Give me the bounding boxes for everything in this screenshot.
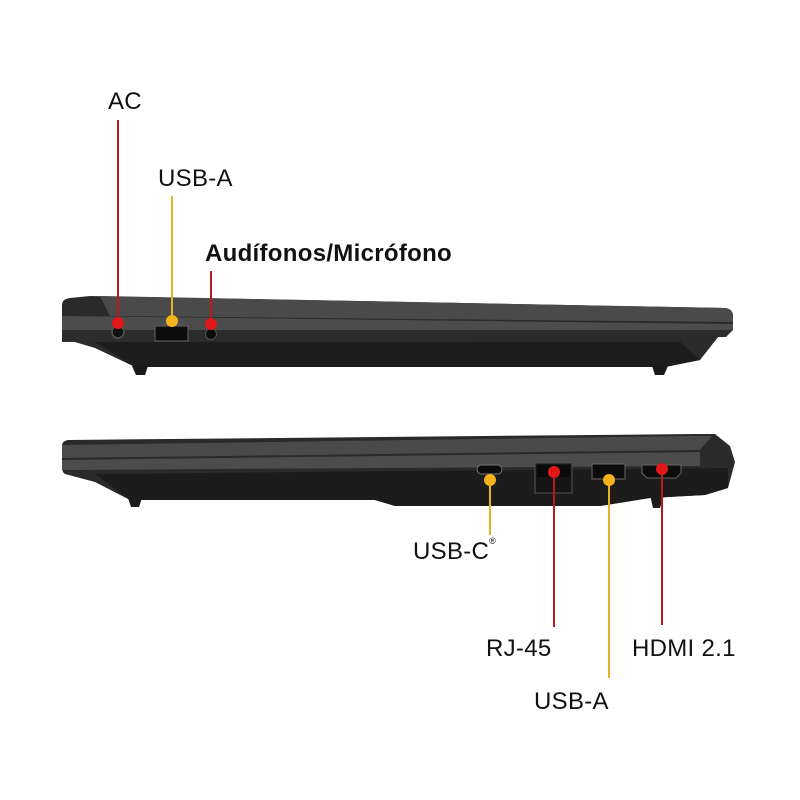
usb-c-label: USB-C®: [413, 536, 497, 566]
audio-jack-icon: [205, 328, 217, 340]
laptop-right-chassis: [62, 434, 735, 508]
hdmi-label: HDMI 2.1: [632, 635, 736, 662]
usb-a-right-label: USB-A: [534, 688, 609, 715]
usb-c-label-text: USB-C: [413, 538, 490, 565]
ac-marker-dot: [112, 317, 124, 329]
usb-c-port-icon: [476, 464, 503, 475]
usb-a-marker-dot: [166, 315, 178, 327]
laptop-left-chassis: [62, 296, 733, 375]
audio-marker-dot: [205, 318, 217, 330]
rj45-marker-dot: [548, 466, 560, 478]
usb-a-port-icon: [154, 325, 189, 342]
usb-c-marker-dot: [484, 474, 496, 486]
ac-label: AC: [108, 88, 142, 115]
usb-a-left-label: USB-A: [158, 165, 233, 192]
usb-a-right-marker-dot: [603, 474, 615, 486]
usb-c-registered-mark: ®: [489, 536, 497, 546]
audio-label: Audífonos/Micrófono: [205, 240, 452, 267]
rj45-label: RJ-45: [486, 635, 552, 662]
hdmi-marker-dot: [656, 463, 668, 475]
